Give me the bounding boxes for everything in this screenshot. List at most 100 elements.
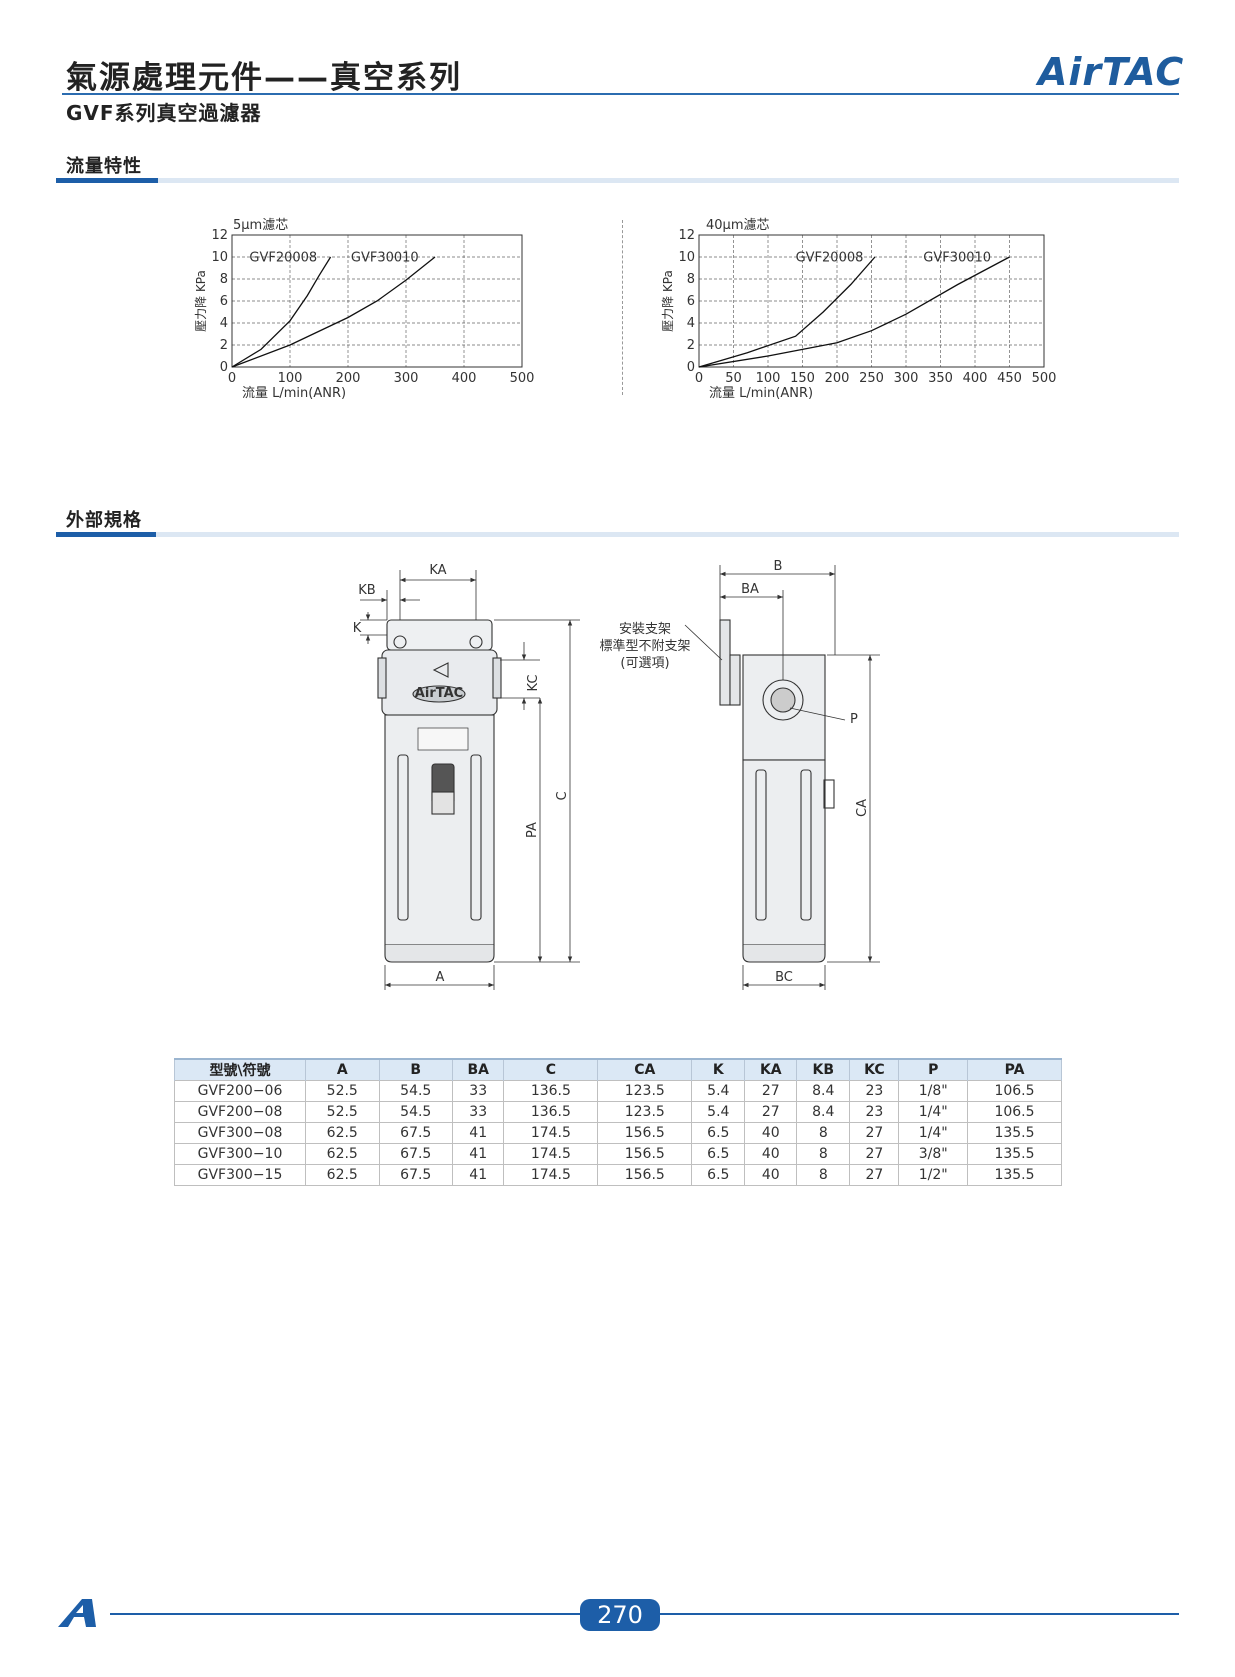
- table-cell: 174.5: [503, 1143, 599, 1165]
- x-tick-label: 500: [1032, 371, 1057, 386]
- table-cell: GVF200−08: [174, 1101, 306, 1123]
- table-header-cell: B: [379, 1058, 453, 1081]
- dim-label-bc: BC: [775, 970, 793, 985]
- table-header-cell: KB: [796, 1058, 851, 1081]
- table-cell: 8: [796, 1122, 851, 1144]
- table-header-cell: PA: [967, 1058, 1062, 1081]
- plot-frame: [231, 234, 523, 368]
- table-header-cell: KC: [849, 1058, 900, 1081]
- x-tick-label: 300: [894, 371, 919, 386]
- x-tick-label: 250: [859, 371, 884, 386]
- dim-label-ca: CA: [855, 799, 870, 817]
- table-header-cell: CA: [597, 1058, 693, 1081]
- x-tick-label: 200: [336, 371, 361, 386]
- table-cell: 156.5: [597, 1122, 693, 1144]
- y-tick-label: 4: [220, 316, 228, 331]
- table-cell: 5.4: [691, 1101, 746, 1123]
- table-cell: 135.5: [967, 1122, 1062, 1144]
- y-tick-label: 8: [220, 272, 228, 287]
- page-number: 270: [580, 1599, 660, 1631]
- table-cell: 136.5: [503, 1080, 599, 1102]
- table-cell: 6.5: [691, 1143, 746, 1165]
- table-cell: 27: [744, 1080, 798, 1102]
- dim-label-a: A: [436, 970, 445, 985]
- x-tick-label: 100: [278, 371, 303, 386]
- x-tick-label: 400: [963, 371, 988, 386]
- table-cell: 1/2": [898, 1164, 968, 1186]
- table-cell: 27: [849, 1122, 900, 1144]
- table-cell: 52.5: [305, 1101, 380, 1123]
- table-cell: 123.5: [597, 1101, 693, 1123]
- chart-title: 40μm濾芯: [706, 218, 769, 233]
- table-header-cell: BA: [452, 1058, 505, 1081]
- dim-label-pa: PA: [525, 822, 540, 838]
- body-logo: AirTAC: [415, 686, 463, 701]
- table-cell: 6.5: [691, 1122, 746, 1144]
- table-cell: 67.5: [379, 1122, 453, 1144]
- y-tick-label: 6: [687, 294, 695, 309]
- table-header-cell: A: [305, 1058, 380, 1081]
- section-bar-flow: [56, 178, 1179, 183]
- table-cell: 8.4: [796, 1101, 851, 1123]
- front-view: [377, 619, 502, 963]
- section-title-dims: 外部規格: [66, 510, 142, 531]
- table-cell: 40: [744, 1122, 798, 1144]
- x-tick-label: 500: [510, 371, 535, 386]
- series-line: [231, 256, 436, 368]
- table-cell: 23: [849, 1101, 900, 1123]
- table-cell: 174.5: [503, 1164, 599, 1186]
- table-cell: GVF200−06: [174, 1080, 306, 1102]
- y-tick-label: 0: [220, 360, 228, 375]
- note-line-1: 安裝支架: [619, 622, 671, 637]
- section-bar-flow-accent: [56, 178, 158, 183]
- table-cell: 156.5: [597, 1143, 693, 1165]
- table-cell: 174.5: [503, 1122, 599, 1144]
- table-cell: GVF300−10: [174, 1143, 306, 1165]
- table-cell: 41: [452, 1164, 505, 1186]
- series-line: [231, 256, 332, 368]
- y-tick-label: 2: [220, 338, 228, 353]
- series-label: GVF30010: [351, 251, 419, 266]
- dim-label-p: P: [850, 712, 858, 727]
- x-tick-label: 50: [725, 371, 742, 386]
- table-cell: 106.5: [967, 1101, 1062, 1123]
- x-axis-label: 流量 L/min(ANR): [242, 386, 346, 401]
- table-cell: 52.5: [305, 1080, 380, 1102]
- x-tick-label: 400: [452, 371, 477, 386]
- table-cell: 62.5: [305, 1122, 380, 1144]
- table-cell: 1/4": [898, 1122, 968, 1144]
- y-axis-label: 壓力降 KPa: [194, 270, 208, 332]
- table-cell: 54.5: [379, 1101, 453, 1123]
- y-tick-label: 10: [211, 250, 228, 265]
- table-cell: 62.5: [305, 1143, 380, 1165]
- table-cell: 1/8": [898, 1080, 968, 1102]
- dim-label-kc: KC: [526, 675, 541, 692]
- table-cell: 106.5: [967, 1080, 1062, 1102]
- table-cell: 40: [744, 1164, 798, 1186]
- section-bar-dims-accent: [56, 532, 156, 537]
- series-label: GVF30010: [923, 251, 991, 266]
- table-cell: 40: [744, 1143, 798, 1165]
- dim-label-ba: BA: [741, 582, 759, 597]
- y-tick-label: 12: [678, 228, 695, 243]
- note-line-2: 標準型不附支架: [599, 638, 690, 654]
- table-cell: 33: [452, 1101, 505, 1123]
- table-cell: 23: [849, 1080, 900, 1102]
- table-cell: 135.5: [967, 1143, 1062, 1165]
- table-cell: 123.5: [597, 1080, 693, 1102]
- table-cell: 54.5: [379, 1080, 453, 1102]
- x-tick-label: 0: [695, 371, 703, 386]
- x-tick-label: 350: [928, 371, 953, 386]
- table-cell: 1/4": [898, 1101, 968, 1123]
- x-axis-label: 流量 L/min(ANR): [709, 386, 813, 401]
- y-tick-label: 8: [687, 272, 695, 287]
- table-header-cell: 型號\符號: [174, 1058, 306, 1081]
- table-header-cell: K: [691, 1058, 746, 1081]
- table-cell: 156.5: [597, 1164, 693, 1186]
- table-cell: GVF300−15: [174, 1164, 306, 1186]
